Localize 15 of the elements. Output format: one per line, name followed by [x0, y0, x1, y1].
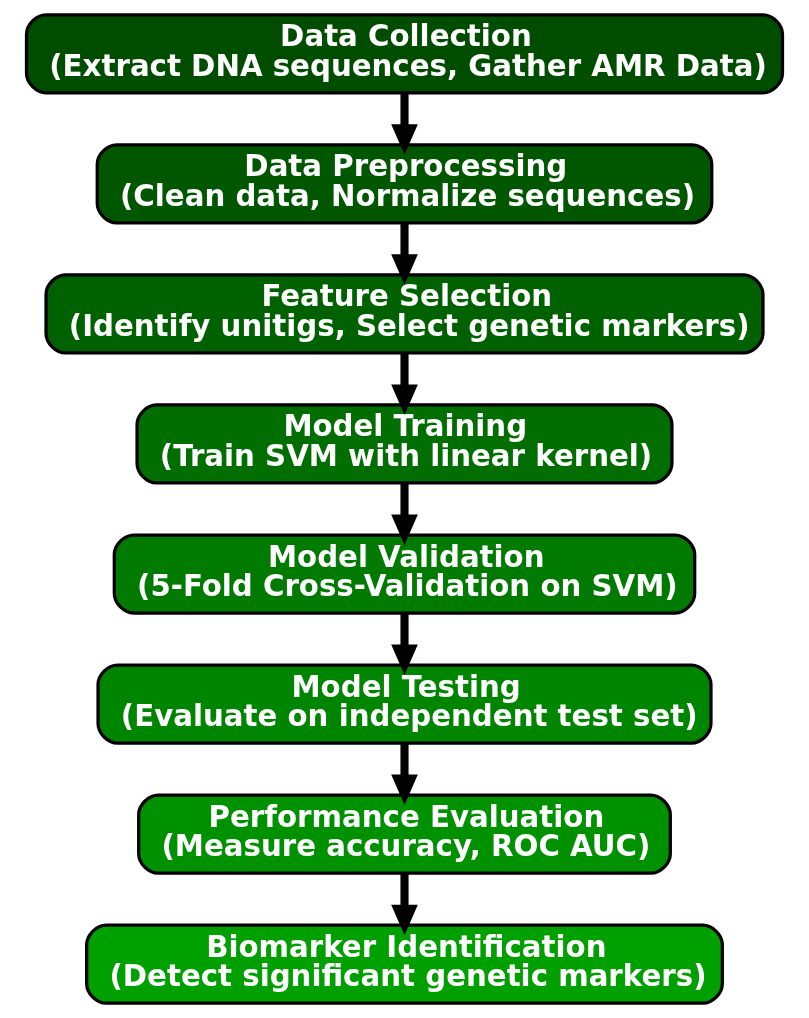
node-box: Performance Evaluation (Measure accuracy, ROC AUC)	[137, 793, 672, 875]
arrow	[391, 613, 418, 676]
arrow	[391, 93, 418, 155]
node-box: Model Validation (5-Fold Cross-Validation on SVM)	[112, 533, 697, 615]
node-box: Data Collection (Extract DNA sequences, Gather AMR Data)	[24, 13, 785, 95]
node-box: Data Preprocessing (Clean data, Normalize sequences)	[95, 143, 714, 225]
arrow	[391, 483, 418, 545]
arrow	[391, 223, 418, 285]
node-box: Model Training (Train SVM with linear kernel)	[135, 403, 674, 485]
arrow	[391, 353, 418, 415]
arrow	[391, 873, 418, 936]
node-box: Model Testing (Evaluate on independent test set)	[96, 663, 713, 745]
arrow	[391, 743, 418, 806]
node-box: Biomarker Identification (Detect significant genetic markers)	[85, 923, 724, 1005]
node-box: Feature Selection (Identify unitigs, Select genetic markers)	[44, 273, 765, 355]
